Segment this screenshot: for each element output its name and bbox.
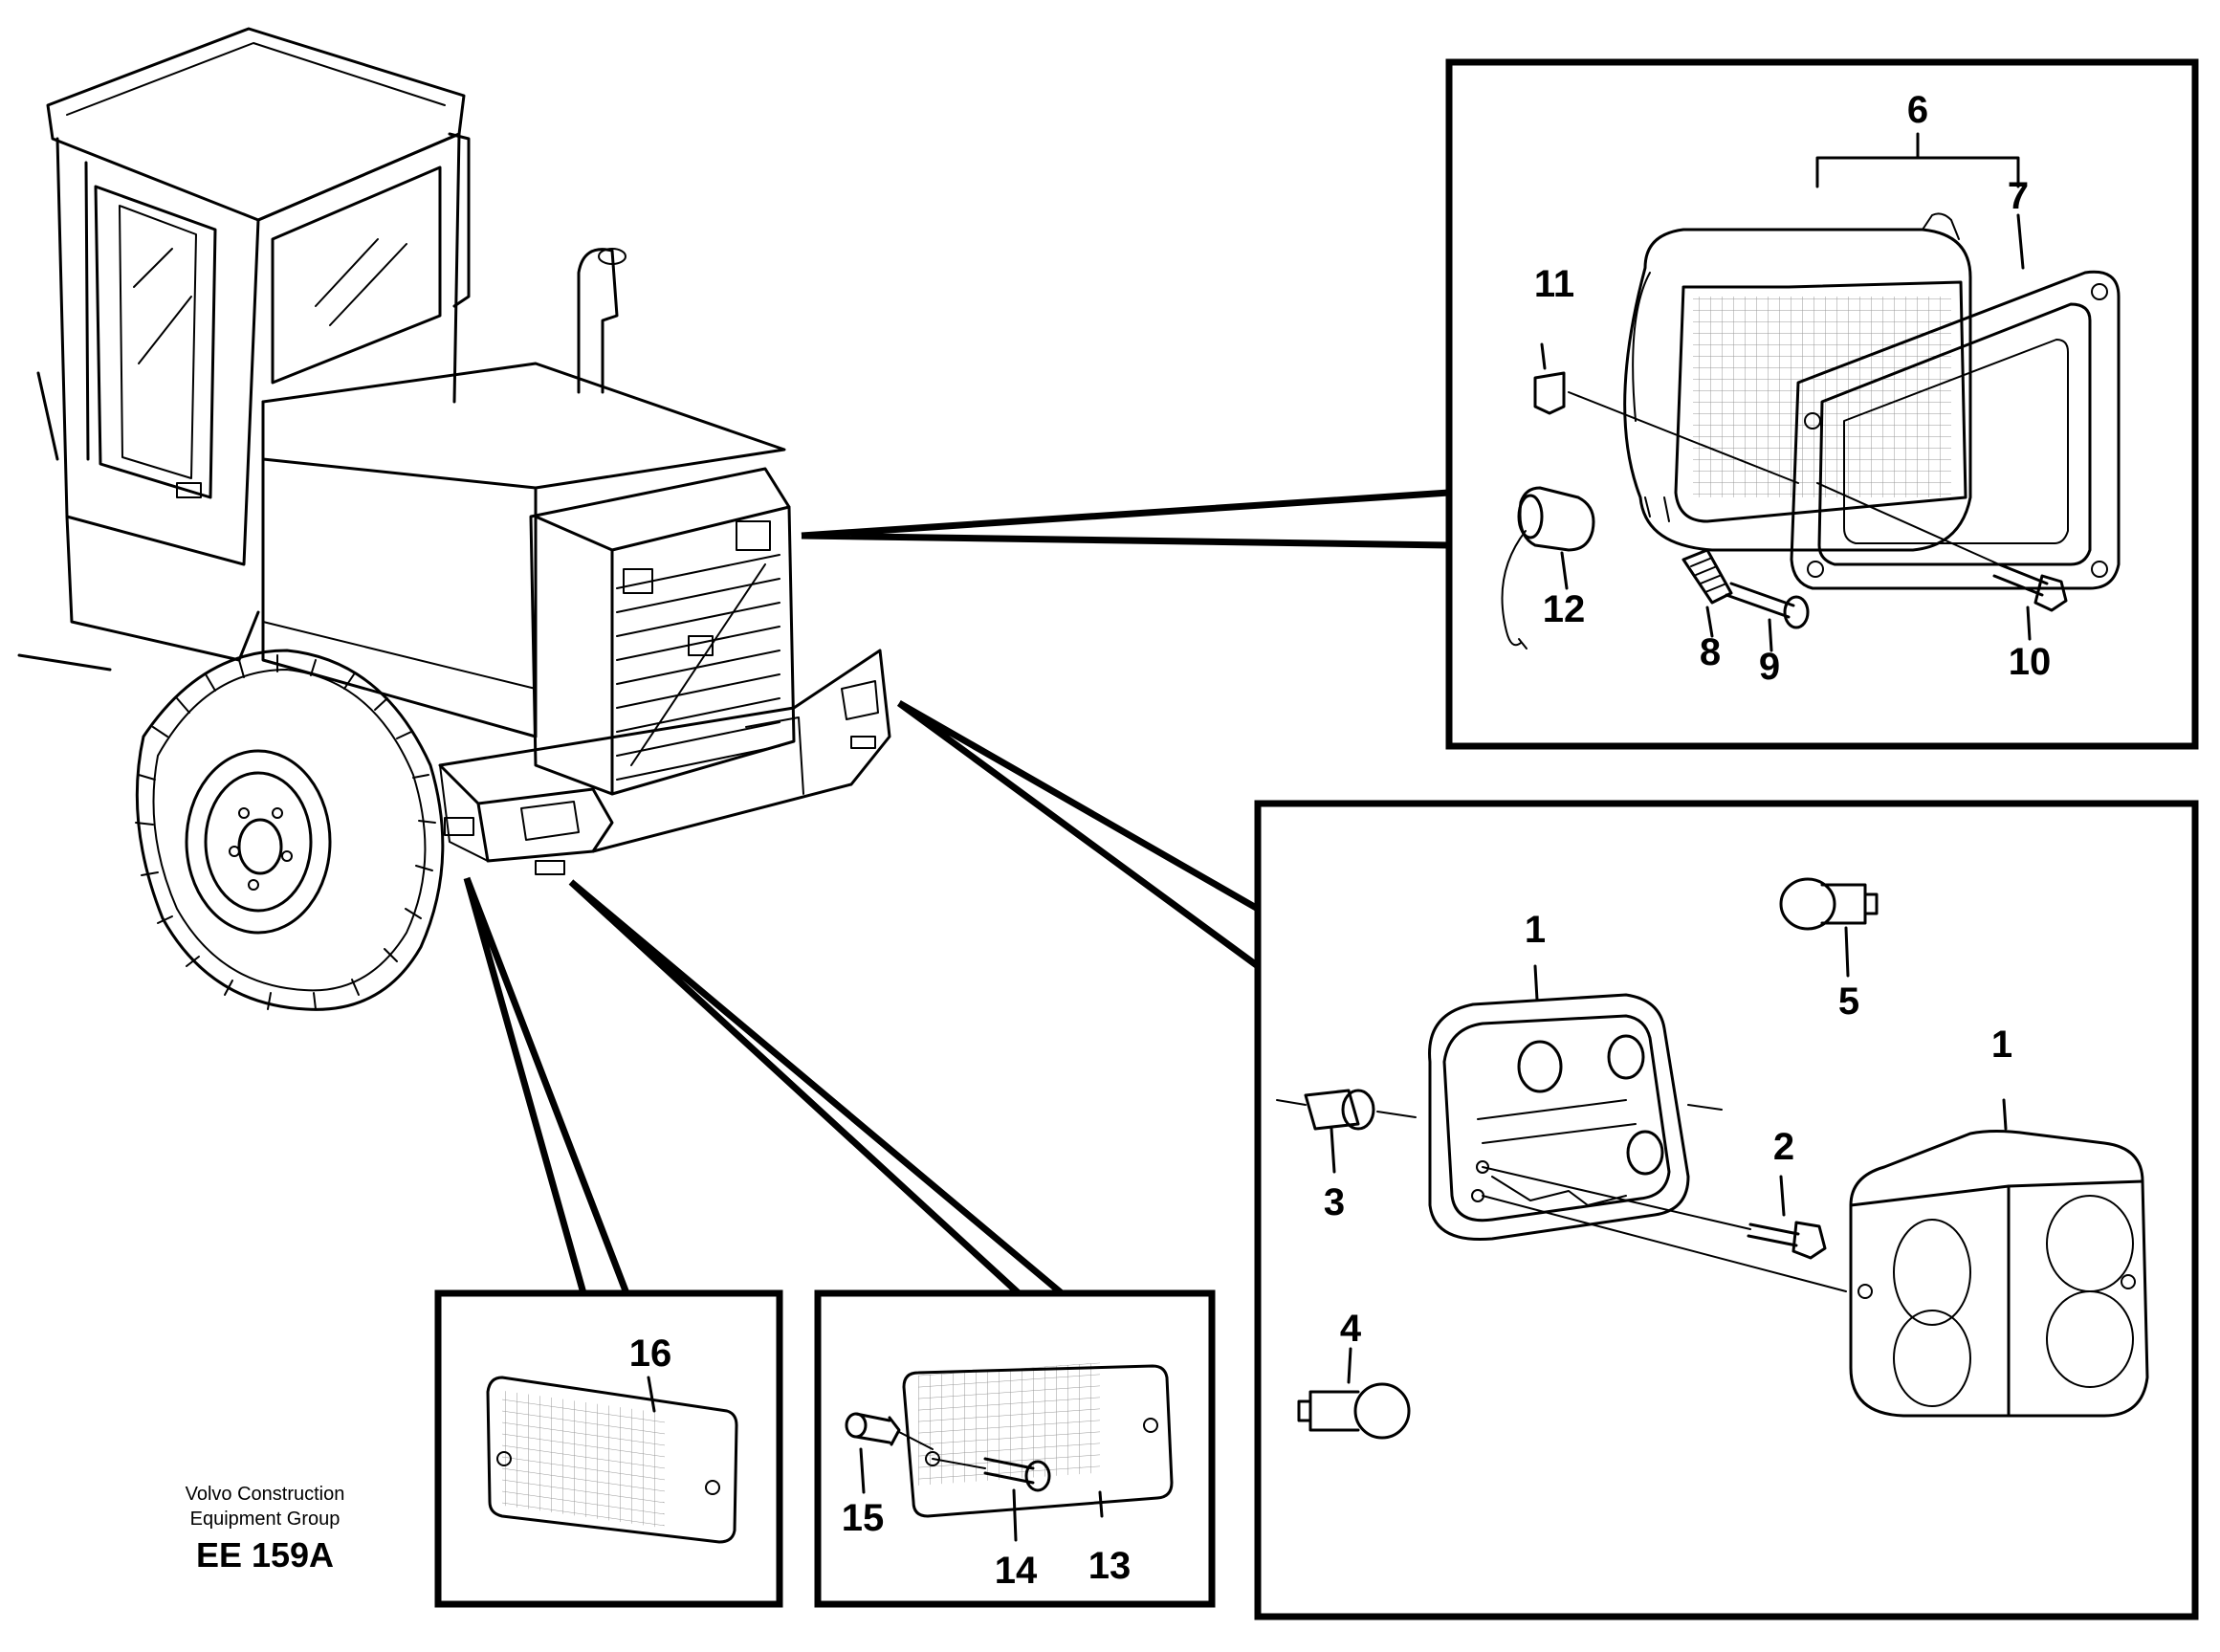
callout-9: 9: [1759, 646, 1780, 688]
screw-part-14: [932, 1457, 1051, 1542]
callout-15: 15: [842, 1497, 885, 1539]
lamp-lens-part-1: [1482, 1098, 2149, 1418]
reflector-panel-16: 16: [434, 1289, 783, 1608]
headlight-rim: [1790, 270, 2121, 590]
bulb-part-12: [1501, 486, 1595, 650]
screw-part-2: [1482, 1166, 1827, 1260]
indicator-lamp-panel: 1 5 1 2 3 4: [1254, 800, 2199, 1620]
callout-11: 11: [1534, 263, 1574, 305]
callout-7: 7: [2008, 175, 2029, 217]
callout-2: 2: [1773, 1126, 1794, 1168]
callout-3: 3: [1324, 1181, 1345, 1223]
lamp-base-part-1: [1428, 964, 1723, 1242]
credit-line-1: Volvo Construction: [186, 1484, 345, 1505]
callout-13: 13: [1088, 1545, 1132, 1587]
callout-12: 12: [1543, 588, 1586, 630]
bracket-line-6: [1815, 156, 2020, 188]
callout-8: 8: [1700, 631, 1721, 673]
headlight-panel: 6 7 11 12 8 9 10: [1445, 58, 2199, 750]
callout-16: 16: [629, 1333, 672, 1375]
callout-1-base: 1: [1525, 909, 1546, 951]
reflector-part-16: [486, 1376, 738, 1544]
callout-5: 5: [1838, 980, 1859, 1023]
bulb-part-5: [1779, 877, 1879, 978]
screw-part-15: [845, 1412, 934, 1494]
wheel-loader-illustration: [17, 27, 891, 1011]
callout-10: 10: [2009, 641, 2052, 683]
callout-1-lens: 1: [1991, 1024, 2012, 1066]
callout-14: 14: [995, 1550, 1038, 1592]
leader-lines: [463, 489, 1450, 1296]
bolt-part-10: [1816, 482, 2068, 641]
callout-6: 6: [1907, 89, 1928, 131]
reflector-part-13: [902, 1362, 1174, 1518]
credit-line-2: Equipment Group: [190, 1509, 341, 1530]
bolt-part-9: [1725, 582, 1810, 652]
grommet-part-3: [1276, 1089, 1417, 1174]
screw-part-8: [1681, 548, 1733, 638]
credit-block: Volvo Construction Equipment Group EE 15…: [186, 1484, 345, 1575]
bulb-part-4: [1297, 1347, 1411, 1440]
reflector-panel-13: 15 14 13: [814, 1289, 1216, 1608]
drawing-code: EE 159A: [196, 1535, 334, 1575]
clip-part-11: [1533, 371, 1566, 415]
callout-4: 4: [1340, 1308, 1362, 1350]
